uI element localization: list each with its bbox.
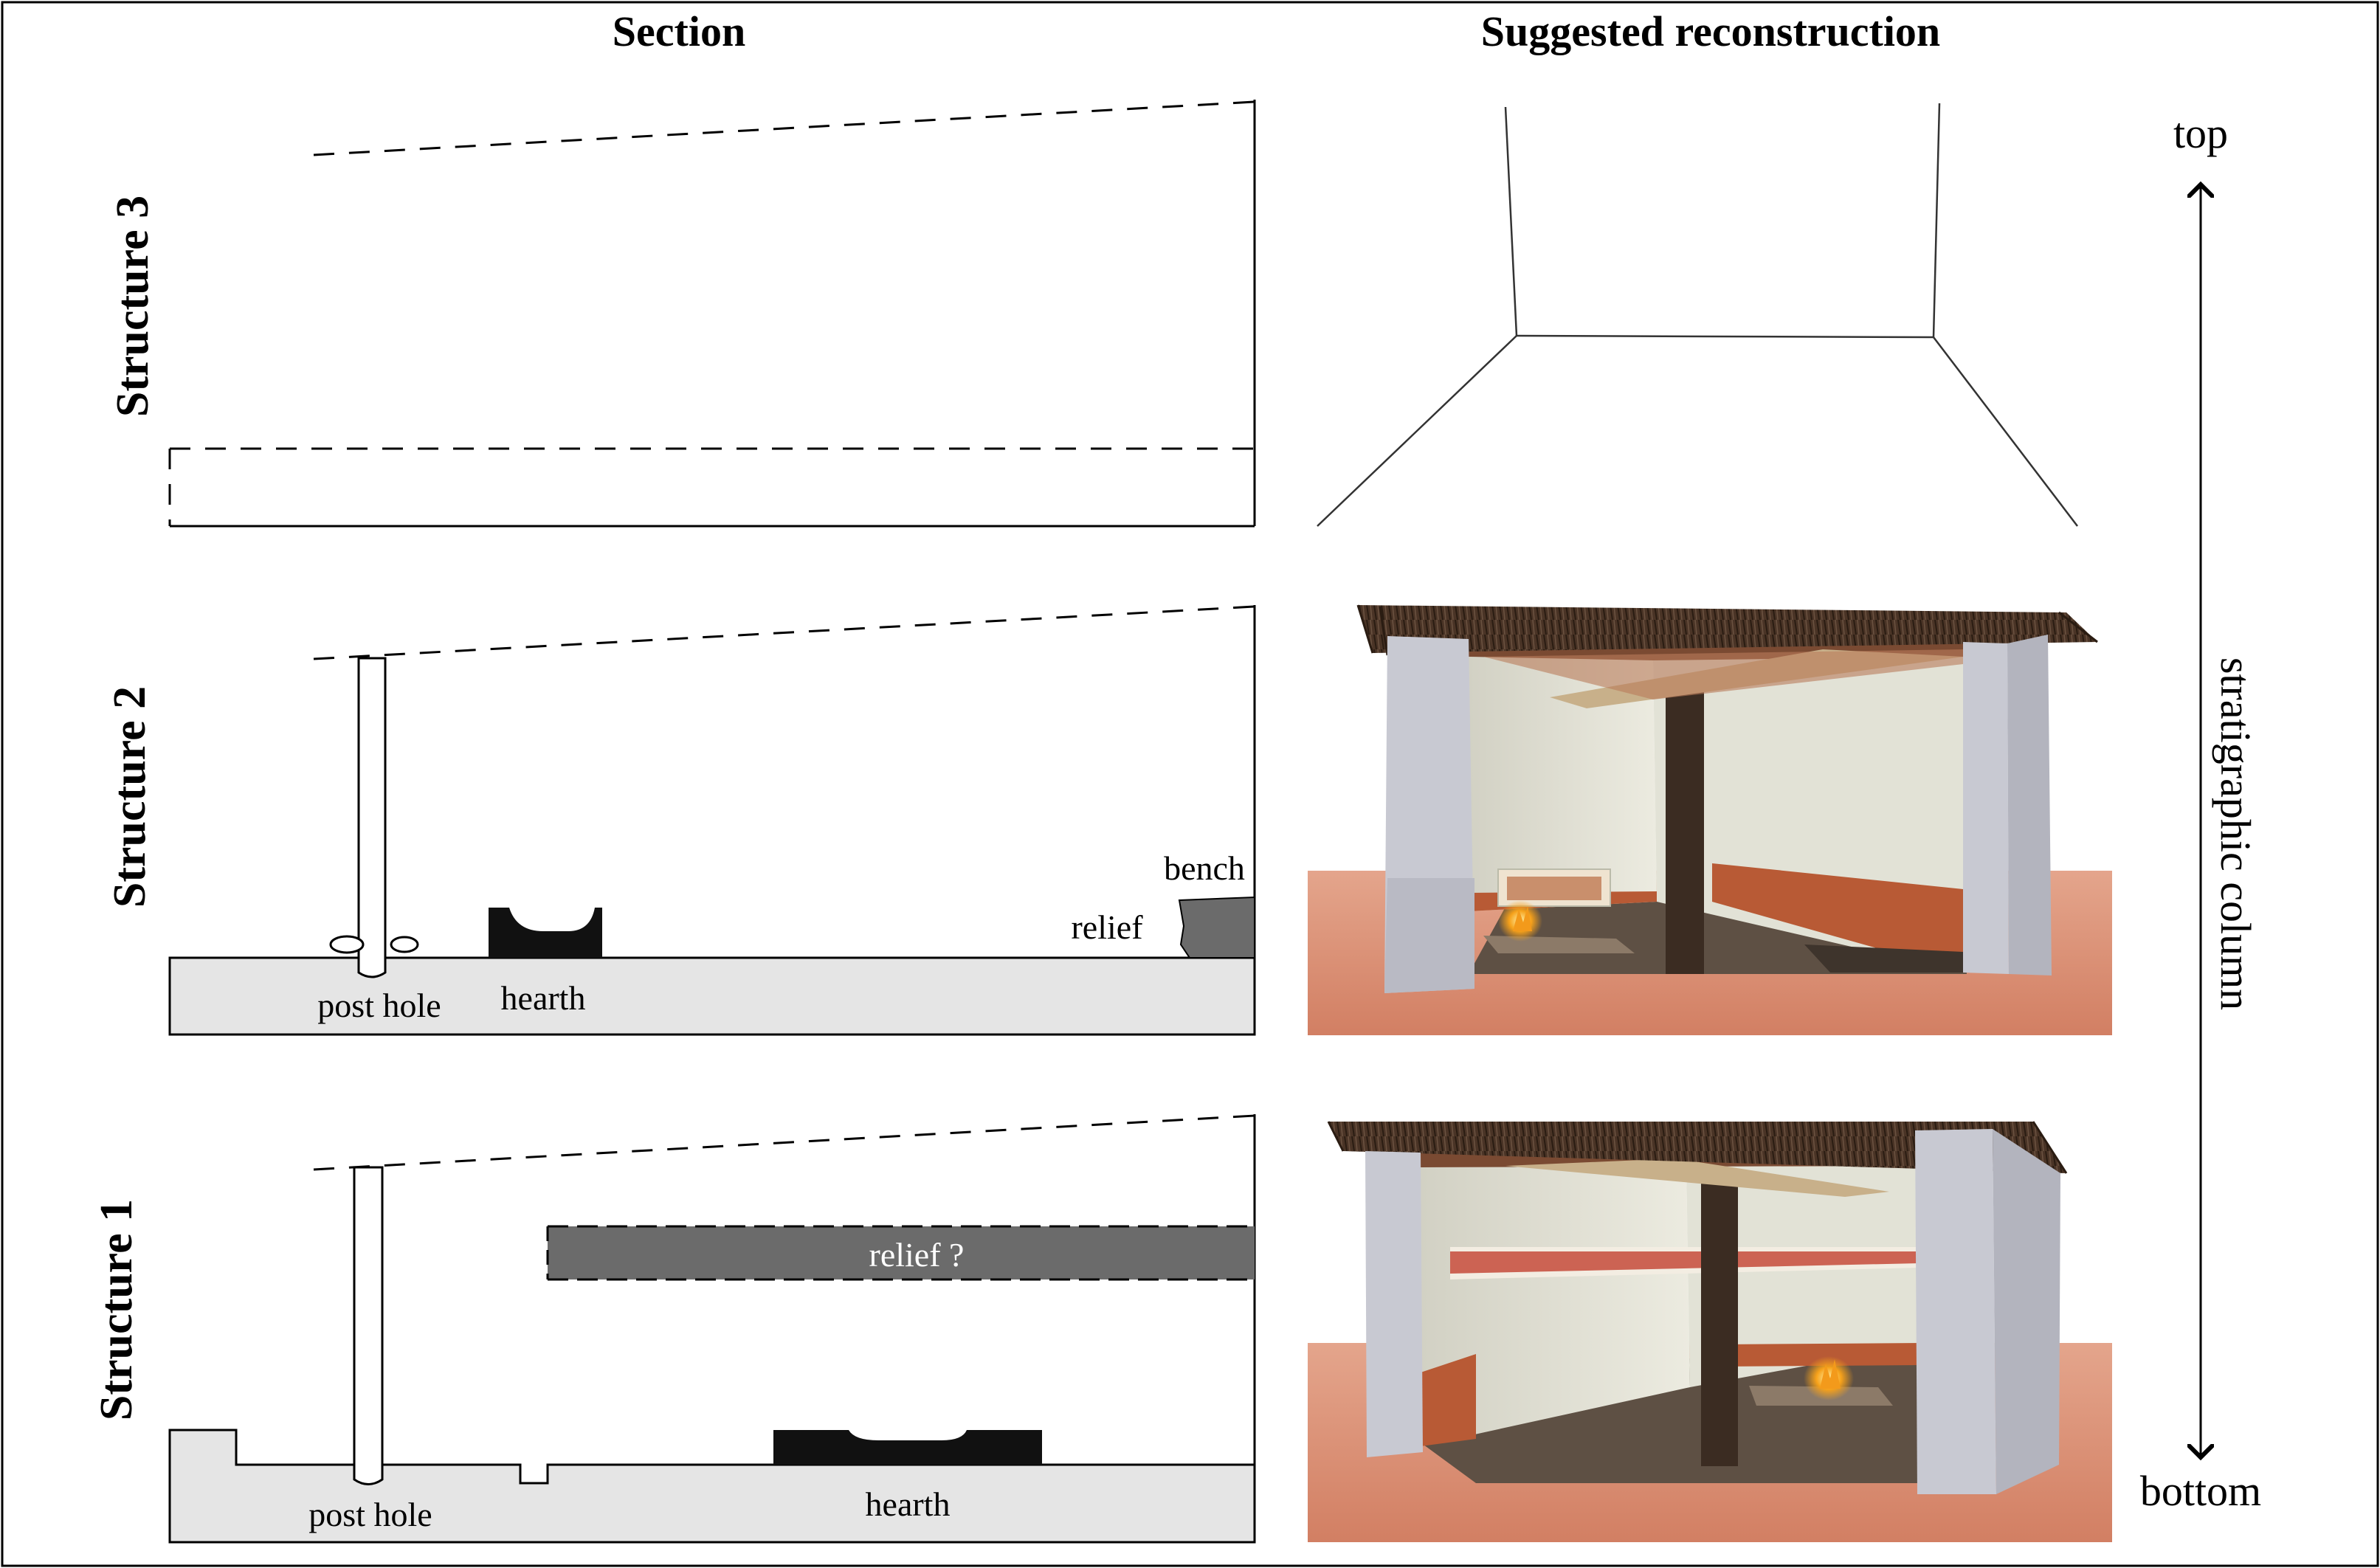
row-label-structure-3: Structure 3 [108, 196, 158, 417]
header-reconstruction: Suggested reconstruction [1481, 7, 1940, 55]
structure-1-right-pillar [1915, 1129, 1996, 1494]
structure-1-relief-band [548, 1226, 1255, 1279]
structure-2-right-pillar [1963, 642, 2009, 974]
structure-2-floor [168, 956, 1256, 1036]
structure-1-hearth [773, 1430, 1042, 1465]
structure-1-post-hole-label: post hole [308, 1496, 432, 1533]
structure-1-roof [1328, 1122, 2066, 1173]
stratigraphy-bottom-label: bottom [2140, 1467, 2261, 1515]
stratigraphy-top-label: top [2173, 109, 2228, 157]
stratigraphic-column: top stratigraphic column bottom [2140, 109, 2261, 1515]
structure-1-reconstruction [1308, 1121, 2112, 1542]
structure-1-central-post [1701, 1170, 1738, 1466]
structure-2-bench-label: bench [1164, 849, 1245, 887]
structure-1-relief-label: relief ? [869, 1236, 965, 1274]
structure-2-central-post [1666, 677, 1704, 974]
structure-2-post-stone-left [329, 935, 365, 954]
row-label-structure-1: Structure 1 [92, 1199, 142, 1420]
structure-1-post [353, 1166, 384, 1485]
structure-2-roof [1358, 605, 2097, 653]
structure-2-hearth [489, 908, 602, 958]
structure-1-hearth-label: hearth [866, 1485, 951, 1523]
structure-2-post [357, 657, 387, 978]
structure-2-bench [1178, 896, 1255, 959]
structure-3-reconstruction [1317, 103, 2078, 527]
structure-2-hearth-label: hearth [501, 979, 586, 1017]
header-section: Section [613, 7, 745, 55]
row-label-structure-2: Structure 2 [105, 686, 155, 908]
structure-2-post-stone-right [390, 936, 419, 953]
structure-1-section: relief ? post hole hearth [168, 1114, 1256, 1544]
structure-2-post-hole-label: post hole [317, 987, 441, 1024]
structure-3-section [168, 100, 1256, 528]
structure-1-left-pillar [1365, 1151, 1423, 1457]
structure-1-floor [168, 1429, 1256, 1544]
structure-2-relief-label: relief [1071, 908, 1143, 946]
structure-2-reconstruction [1308, 604, 2112, 1035]
structure-2-section: post hole hearth bench relief [168, 605, 1256, 1036]
stratigraphy-axis-label: stratigraphic column [2212, 657, 2260, 1010]
